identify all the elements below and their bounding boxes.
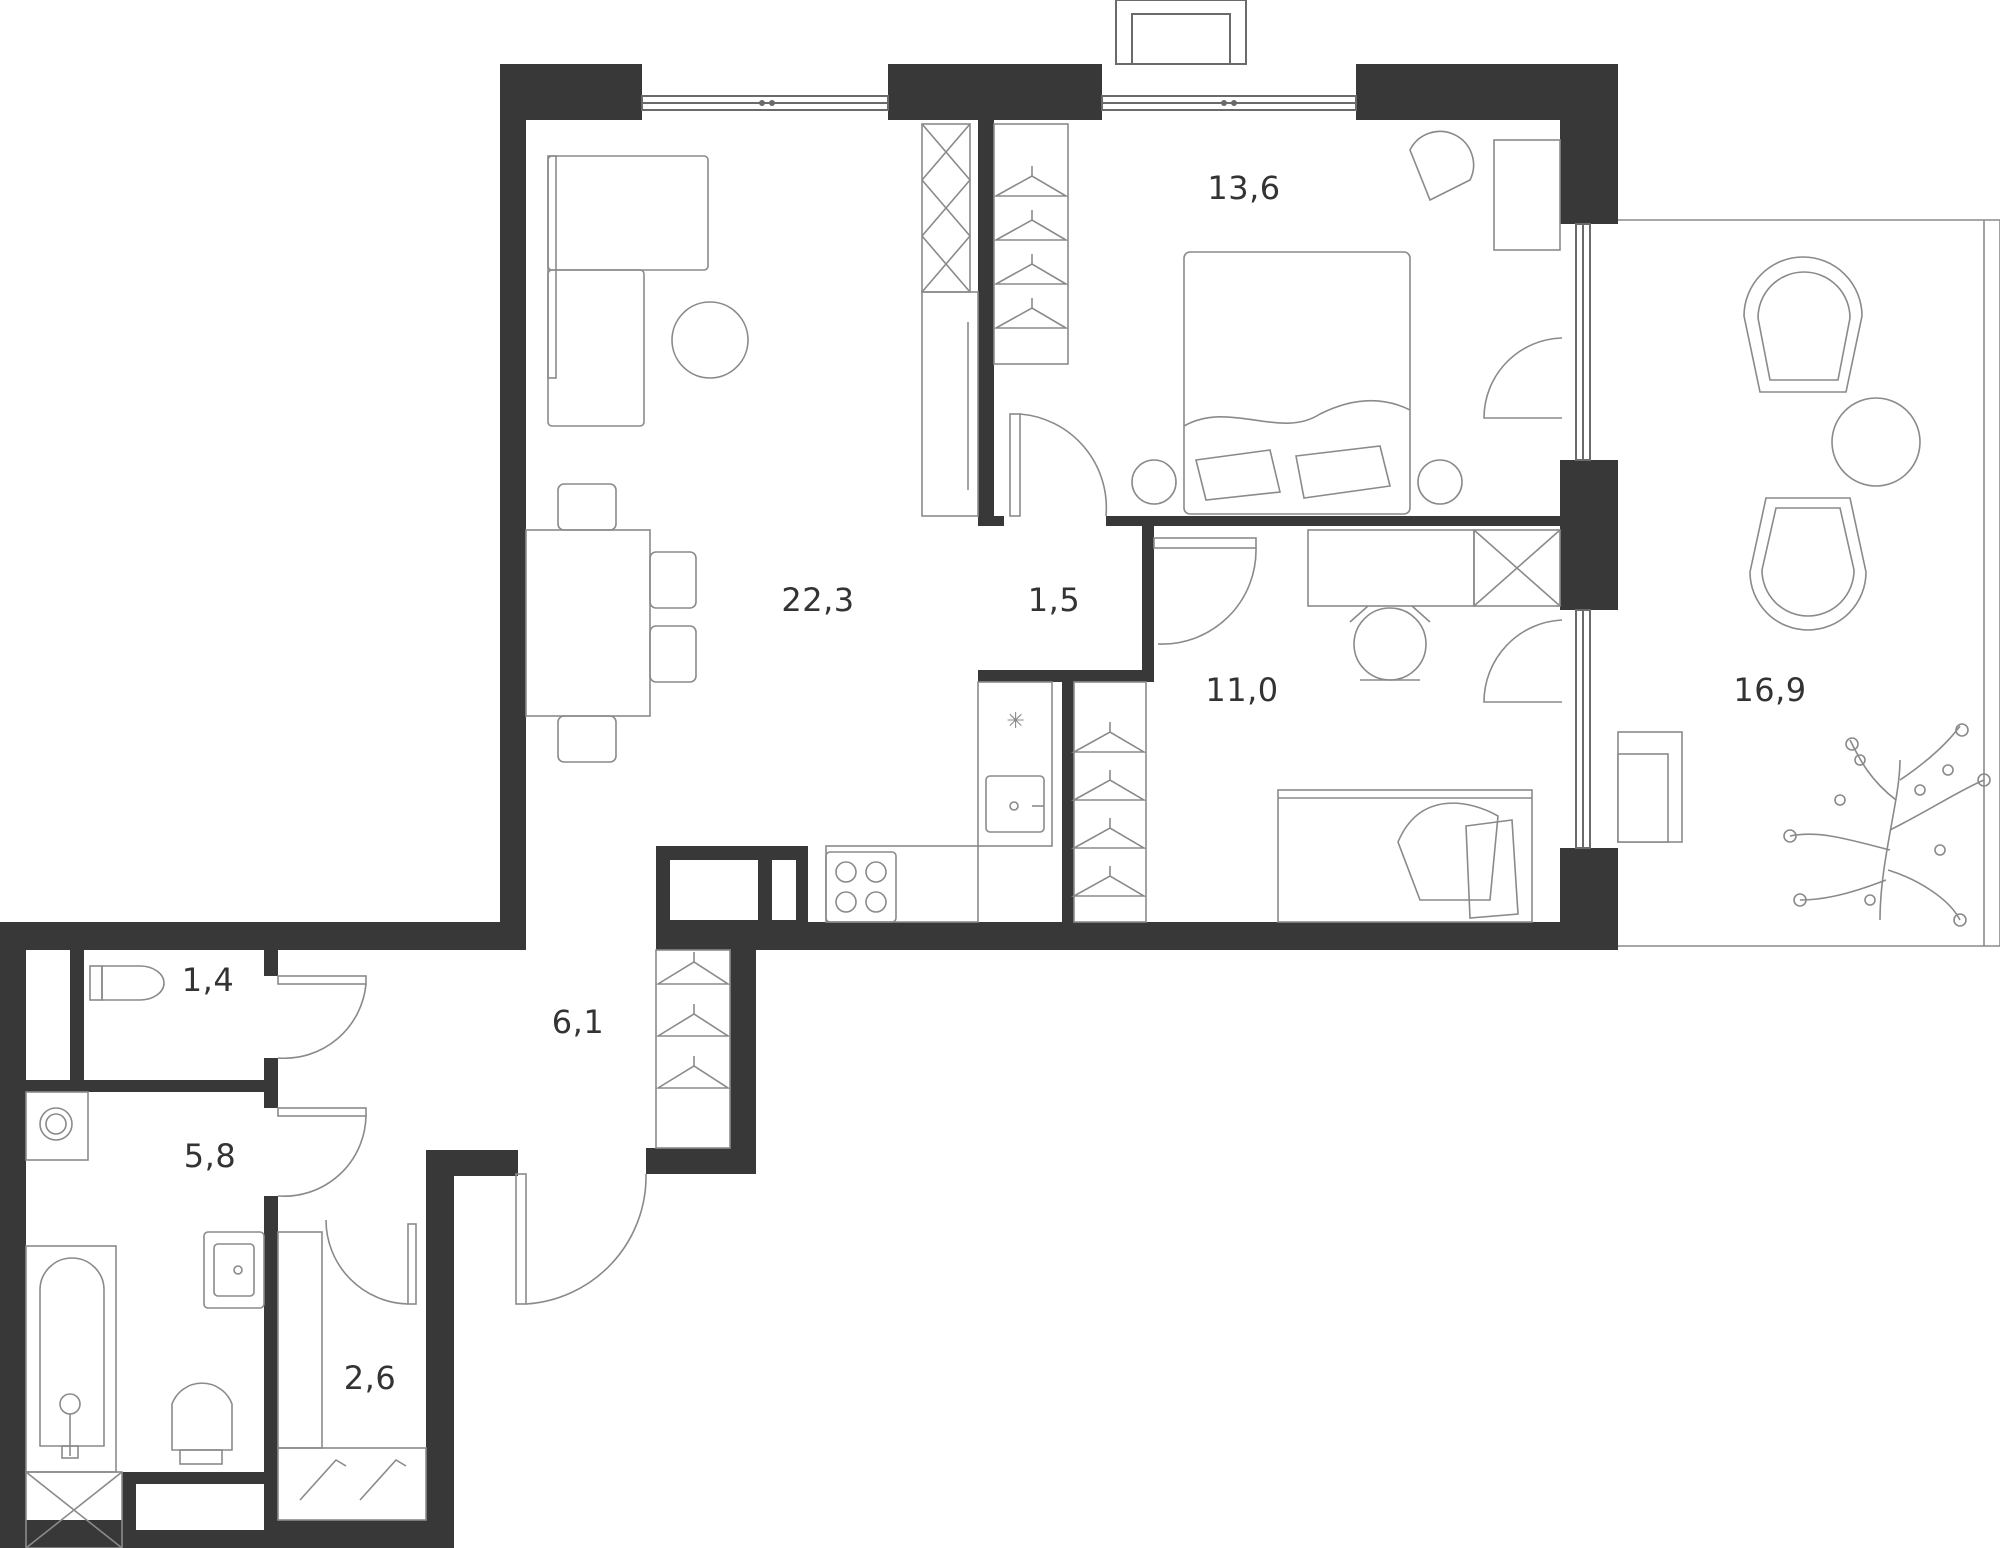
balcony: [1617, 219, 2000, 947]
wall-toilet-bottom: [26, 1080, 272, 1092]
area-label-bedroom-1: 13,6: [1207, 169, 1280, 207]
chair-icon: [1409, 130, 1561, 251]
wall-toilet-door-top: [264, 950, 278, 976]
bay-top-inner: [1131, 13, 1231, 65]
toilet-icon: [89, 965, 165, 1001]
wall-bedroom1-left: [978, 120, 994, 526]
area-label-living-kitchen: 22,3: [781, 581, 854, 619]
kitchen-counter-vertical: [977, 681, 1053, 847]
desk: [1307, 529, 1475, 607]
wet-rooms: [25, 949, 731, 1548]
wardrobe-corridor: [655, 949, 731, 1149]
hanger-icon: [992, 166, 1069, 329]
chair-icon: [557, 483, 697, 763]
chair-icon: [1749, 497, 1867, 631]
wall-right-mid: [1560, 460, 1618, 610]
dining-table: [525, 529, 651, 717]
wall-lower-right: [426, 1150, 454, 1548]
fridge-icon: ✳: [1007, 709, 1026, 734]
sink-icon: [203, 1231, 265, 1309]
area-label-corridor: 6,1: [552, 1003, 604, 1041]
bathtub-icon: [25, 1245, 117, 1473]
wall-toilet-left: [70, 950, 84, 1092]
balcony-outline: [1618, 219, 2000, 947]
hanger-icon: [655, 952, 731, 1089]
wall-bottom-main: [656, 922, 1618, 950]
wall-lower-left: [0, 922, 26, 1548]
wall-left-main: [500, 64, 526, 944]
round-table-icon: [671, 301, 749, 379]
wall-bath-door-top: [264, 1080, 278, 1108]
wall-corridor-right: [730, 922, 756, 1174]
hanger-icon: [299, 1458, 407, 1501]
bath-bottom-cutout: [136, 1484, 264, 1530]
wall-top-middle: [888, 64, 1102, 120]
wardrobe-bedroom1: [993, 123, 1069, 365]
walls: [0, 64, 1618, 1548]
area-label-toilet: 1,4: [182, 961, 234, 999]
balcony-bay-inner: [1617, 753, 1669, 843]
wall-lower-top-left: [0, 922, 526, 950]
bedroom1-furniture: [992, 123, 1561, 515]
living-furniture: [525, 123, 979, 763]
bed-icon: [1277, 789, 1533, 923]
plant-icon: [1783, 723, 1991, 927]
chair-icon: [1743, 256, 1863, 393]
area-label-balcony: 16,9: [1733, 671, 1806, 709]
area-label-bathroom: 5,8: [184, 1137, 236, 1175]
kitchen-counter-bottom: [825, 845, 979, 923]
wall-right-top: [1560, 64, 1618, 224]
doors: [277, 337, 1563, 1305]
wall-bedroom2-left: [1062, 670, 1074, 936]
kitchen-block-cutout-2: [772, 860, 796, 920]
bed-icon: [1131, 251, 1463, 515]
kitchen-block-cutout-1: [670, 860, 758, 920]
sink-icon: [985, 775, 1045, 833]
stove-icon: [825, 851, 897, 923]
wall-hall-corner: [978, 516, 1004, 526]
area-label-storage: 2,6: [344, 1359, 396, 1397]
bedroom2-furniture: [1070, 529, 1561, 923]
wall-bedroom-divider: [1106, 516, 1560, 526]
wall-bath-right: [264, 1196, 278, 1548]
chair-icon: [1349, 605, 1431, 681]
area-label-hall-small: 1,5: [1028, 581, 1080, 619]
sofa-icon: [547, 155, 709, 427]
wall-bedroom2-left-upper: [1142, 516, 1154, 670]
wardrobe-bedroom2: [1073, 681, 1147, 923]
area-label-bedroom-2: 11,0: [1205, 671, 1278, 709]
wall-entrance-left: [426, 1150, 518, 1176]
round-table-icon: [1831, 397, 1921, 487]
wardrobe: [921, 123, 979, 517]
area-labels: 22,3 13,6 1,5 11,0 16,9 1,4 6,1 5,8 2,6: [182, 169, 1806, 1397]
hanger-icon: [1070, 722, 1147, 897]
windows: [641, 0, 1591, 849]
storage-shelf: [277, 1231, 323, 1449]
kitchen: ✳: [825, 681, 1053, 923]
toilet-icon: [171, 1382, 233, 1465]
